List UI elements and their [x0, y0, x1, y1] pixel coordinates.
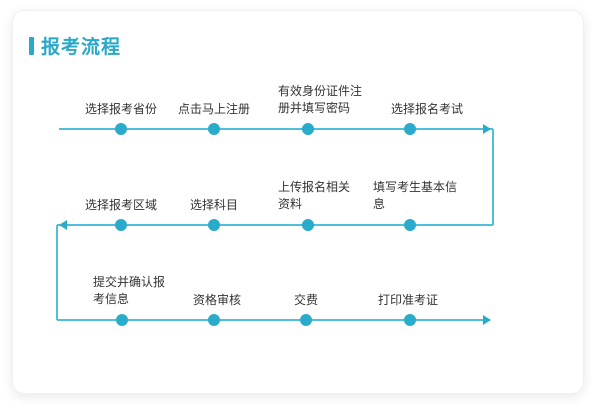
flow-node-select-province	[115, 123, 127, 135]
process-card: 报考流程 选择报考省份 点击马上注册 有效身份证件注册并填写密码 选择	[12, 10, 584, 394]
step-label-fill-basic-info: 填写考生基本信息	[373, 180, 458, 211]
flow-node-pay-fee	[300, 314, 312, 326]
flow-node-qualification-review	[208, 314, 220, 326]
step-label-select-region: 选择报考区域	[84, 198, 157, 212]
arrow-left-row2-icon	[59, 220, 67, 230]
step-label-id-register-password: 有效身份证件注册并填写密码	[278, 84, 363, 115]
step-label-qualification-review: 资格审核	[192, 293, 241, 307]
flow-diagram: 选择报考省份 点击马上注册 有效身份证件注册并填写密码 选择报名考试 选择报考区…	[13, 11, 583, 393]
arrow-right-row3-icon	[483, 315, 491, 325]
step-label-submit-confirm: 提交并确认报考信息	[93, 275, 166, 306]
flow-node-upload-materials	[302, 219, 314, 231]
step-label-select-exam: 选择报名考试	[390, 102, 463, 116]
arrow-right-row1-icon	[483, 124, 491, 134]
flow-node-select-region	[115, 219, 127, 231]
flow-node-select-subject	[208, 219, 220, 231]
section-header: 报考流程	[29, 32, 121, 59]
flow-node-register-click	[208, 123, 220, 135]
step-label-select-subject: 选择科目	[189, 198, 238, 212]
flow-connector-right	[492, 129, 494, 225]
flow-node-submit-confirm	[116, 314, 128, 326]
flow-connector-left	[56, 225, 58, 320]
flow-node-print-ticket	[404, 314, 416, 326]
title-accent-bar	[29, 36, 34, 55]
flow-line-row2	[57, 224, 493, 226]
step-label-register-click: 点击马上注册	[177, 102, 250, 116]
section-title: 报考流程	[41, 37, 122, 58]
flow-node-id-register-password	[302, 123, 314, 135]
flow-line-row3	[57, 319, 483, 321]
step-label-upload-materials: 上传报名相关资料	[278, 180, 351, 211]
step-label-select-province: 选择报考省份	[84, 102, 157, 116]
flow-line-row1	[59, 128, 493, 130]
flow-node-select-exam	[404, 123, 416, 135]
flow-node-fill-basic-info	[404, 219, 416, 231]
step-label-print-ticket: 打印准考证	[377, 293, 438, 307]
step-label-pay-fee: 交费	[293, 293, 318, 307]
